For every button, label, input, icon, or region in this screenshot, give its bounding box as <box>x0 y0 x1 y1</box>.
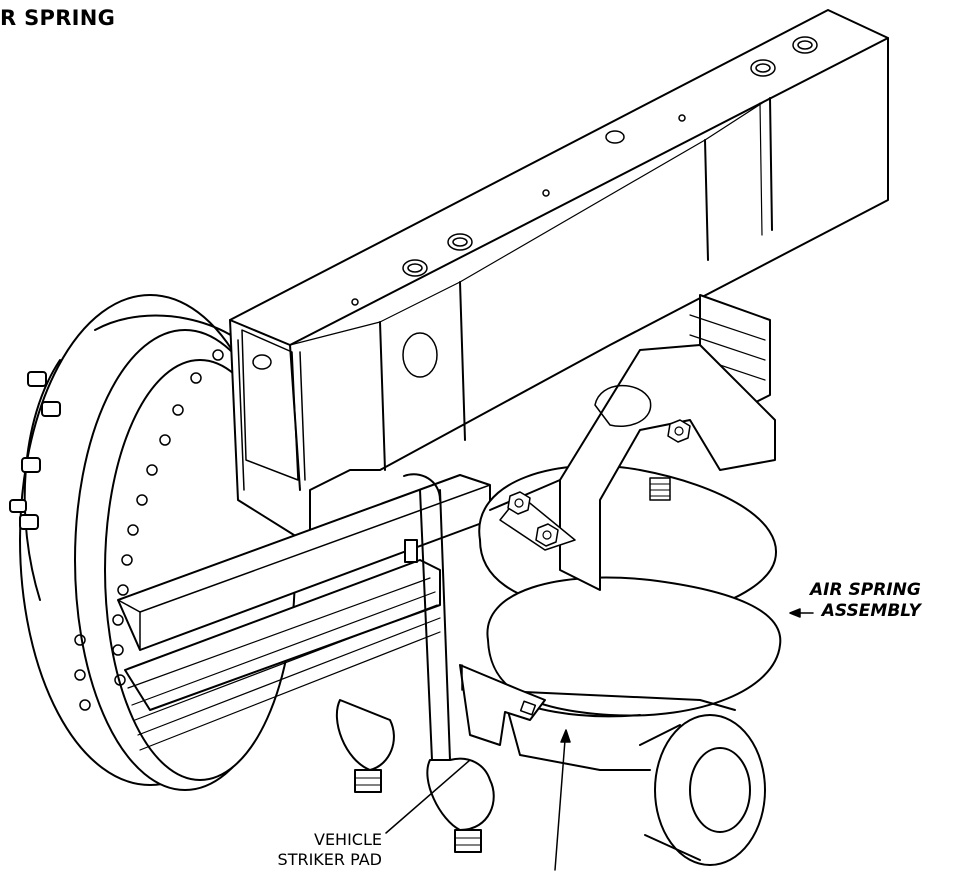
lug-studs <box>9 371 61 530</box>
drum-bolts <box>74 349 224 711</box>
beam-holes <box>252 36 818 378</box>
striker-pad-plate <box>459 664 546 746</box>
air-spring-label-line2: ASSEMBLY <box>821 601 921 621</box>
air-spring-bracket <box>489 344 776 591</box>
air-spring-label: AIR SPRING ASSEMBLY <box>810 580 921 622</box>
striker-pad-label: VEHICLE STRIKER PAD <box>272 830 382 870</box>
leaf-spring <box>117 294 771 751</box>
axle-tube <box>479 689 766 866</box>
leader-lines <box>385 608 814 871</box>
shock-rod <box>335 473 495 853</box>
page-title: R SPRING <box>0 6 116 30</box>
air-spring-bellows <box>478 464 782 718</box>
frame-beam <box>229 9 889 546</box>
striker-pad-label-line1: VEHICLE <box>314 830 382 849</box>
striker-pad-label-line2: STRIKER PAD <box>277 850 382 869</box>
air-spring-label-line1: AIR SPRING <box>810 580 921 600</box>
